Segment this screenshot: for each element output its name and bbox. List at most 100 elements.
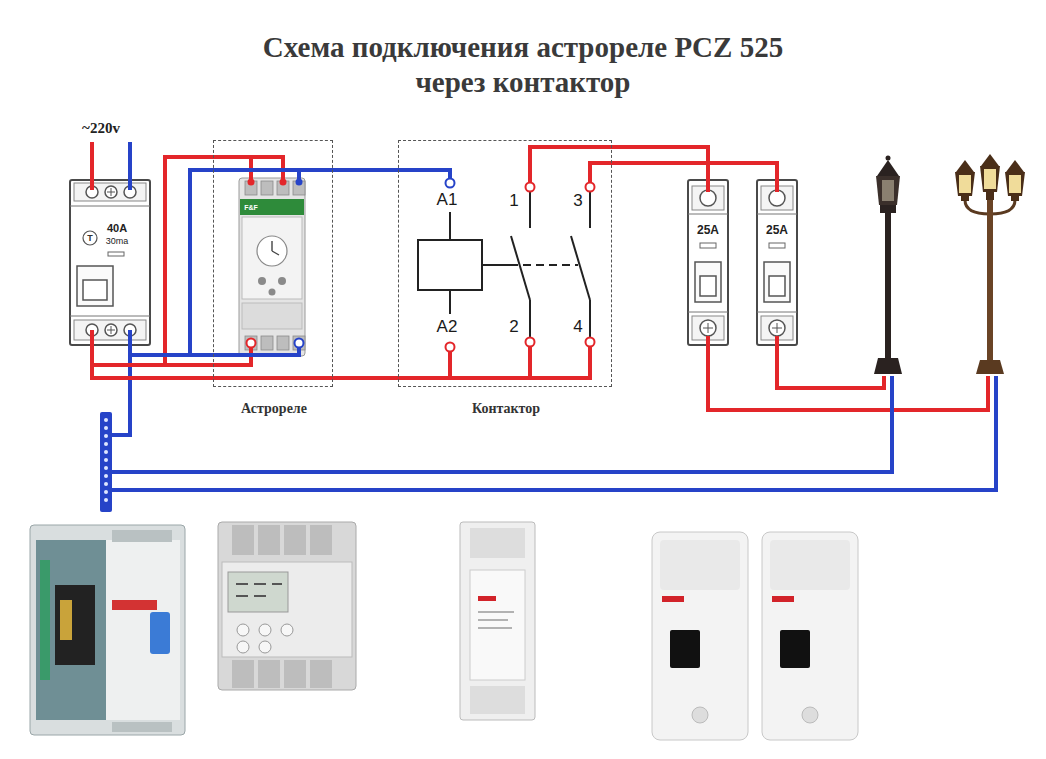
rcd-symbol [105, 186, 117, 198]
rcd-photo [40, 560, 50, 680]
contactor-symbol [586, 338, 595, 347]
neutral-bus [104, 434, 108, 438]
contactor-photo [460, 522, 535, 720]
contactor-photo [470, 686, 525, 714]
contactor-symbol [448, 352, 452, 378]
load-wires [112, 376, 996, 490]
astro-relay-photo [218, 522, 356, 690]
breaker-photo [762, 532, 858, 740]
load-wires [112, 178, 996, 490]
rcd-symbol [77, 266, 113, 306]
garden-lamp [984, 169, 996, 189]
street-lamp [886, 156, 891, 161]
contactor-group: Контактор [398, 140, 612, 387]
breaker-symbol [700, 320, 716, 336]
node-text: 40A [107, 222, 127, 234]
contactor-symbol [449, 290, 451, 314]
astro-relay-device [245, 336, 257, 350]
neutral-bus [104, 482, 108, 486]
relay-wires [295, 339, 304, 348]
load-wires [706, 178, 710, 192]
label-holder: 1 [509, 191, 518, 211]
contactor-symbol [528, 347, 532, 378]
breaker-photo [692, 707, 708, 723]
diagram-title: Схема подключения астрореле PCZ 525 чере… [246, 30, 800, 100]
text-holder: 25A [766, 223, 788, 237]
garden-lamp [986, 192, 994, 200]
garden-lamp [1006, 160, 1024, 172]
garden-lamp [1011, 196, 1019, 201]
load-wires [777, 336, 884, 388]
neutral-bus [104, 442, 108, 446]
contactor-symbol [571, 236, 590, 300]
breaker-symbol [757, 214, 797, 215]
breaker-symbol [700, 243, 716, 248]
label-holder: 4 [573, 317, 582, 337]
terminal-label: A1 [437, 190, 458, 210]
breaker-symbol [764, 262, 790, 302]
relay-wires [248, 179, 255, 186]
contactor-symbol [449, 212, 451, 240]
astro-relay-photo [259, 641, 271, 653]
breaker-symbol [769, 320, 785, 336]
wire [92, 157, 283, 365]
garden-lamp [981, 154, 999, 166]
garden-lamp [980, 166, 1000, 192]
neutral-bus [104, 474, 108, 478]
rcd-photo [112, 530, 172, 542]
astro-relay-device [293, 336, 305, 350]
neutral-bus [104, 450, 108, 454]
garden-lamp [987, 200, 993, 360]
contactor-photo [470, 570, 525, 680]
breaker-photo [652, 532, 748, 740]
node-text: 25A [697, 223, 719, 237]
garden-lamp [1005, 172, 1025, 196]
terminal-label: 1 [509, 191, 518, 211]
breaker-symbol [757, 180, 797, 345]
relay-wires [247, 339, 256, 348]
street-lamp [880, 205, 896, 213]
rcd-photo [150, 612, 170, 654]
contactor-symbol [589, 192, 591, 228]
rcd-symbol [107, 326, 115, 334]
astro-relay-photo [284, 660, 306, 688]
node-text: Астрореле [241, 401, 307, 417]
astro-relay-photo [228, 572, 288, 612]
contactor-symbol [418, 240, 482, 290]
astro-relay-photo [259, 624, 271, 636]
breaker-symbol [695, 262, 721, 302]
breaker-photo [652, 532, 748, 740]
wire [130, 170, 299, 355]
garden-lamp [976, 360, 1004, 374]
contactor-symbol [586, 183, 595, 192]
rcd-symbol [107, 188, 115, 196]
supply-wires [92, 142, 130, 346]
rcd-breaker: 40A30ma [70, 180, 150, 345]
garden-lamp [961, 196, 969, 201]
astro-relay-photo [237, 641, 249, 653]
contactor-symbol [526, 338, 535, 347]
rcd-symbol [83, 231, 97, 245]
contactor-symbol [418, 179, 595, 379]
rcd-symbol [105, 324, 117, 336]
astro-relay-device [258, 277, 266, 285]
breaker-photo [802, 707, 818, 723]
street-lamp [885, 213, 891, 358]
contactor-symbol [529, 192, 531, 228]
astro-relay-photo [232, 525, 254, 555]
rcd-photo [30, 525, 185, 735]
astro-relay-device [278, 277, 286, 285]
title-block: Схема подключения астрореле PCZ 525 чере… [246, 30, 800, 100]
breaker-photo [770, 540, 850, 590]
neutral-bus [104, 466, 108, 470]
rcd-photo [60, 600, 72, 640]
rcd-photo [106, 540, 180, 720]
contactor-symbol [446, 179, 455, 188]
breaker-photo [670, 630, 700, 668]
garden-lamp [956, 160, 974, 172]
breaker-photo [660, 540, 740, 590]
load-wires [112, 376, 892, 472]
label-holder: A1 [437, 190, 458, 210]
